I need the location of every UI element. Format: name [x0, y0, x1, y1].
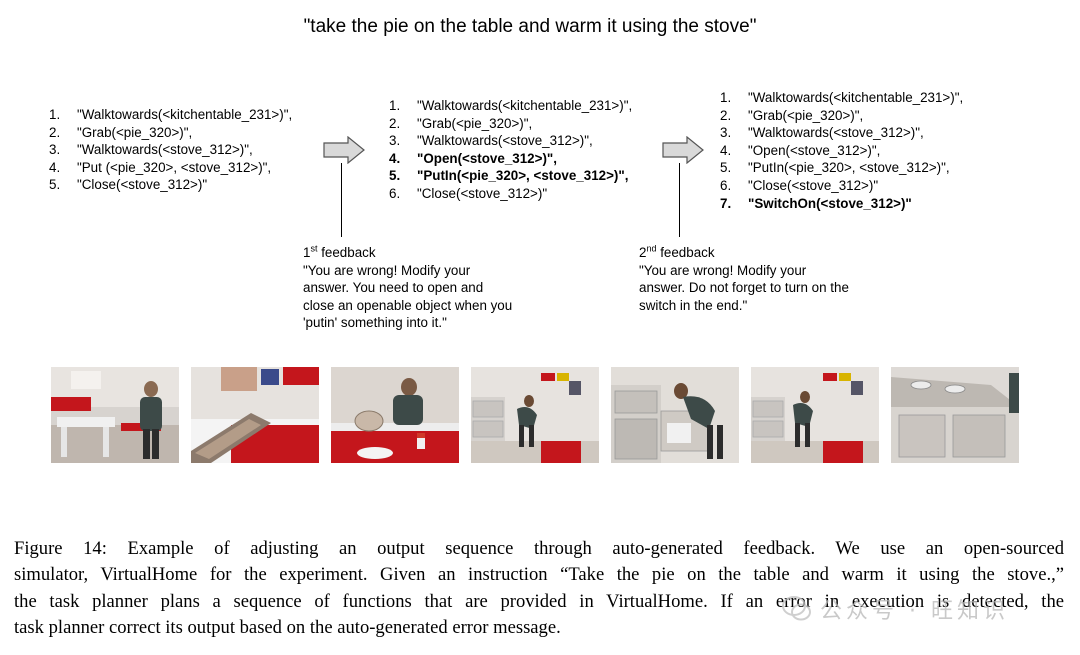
feedback-first: 1st feedback "You are wrong! Modify your… — [303, 244, 553, 332]
step-number: 5. — [720, 160, 732, 176]
step-text: "Walktowards(<stove_312>)", — [748, 125, 924, 141]
feedback-line: answer. Do not forget to turn on the — [639, 280, 849, 296]
caption-line: simulator, VirtualHome for the experimen… — [14, 564, 1064, 586]
step-number: 2. — [720, 107, 732, 123]
feedback-heading: 2nd feedback — [639, 243, 715, 260]
plan-step: 5. "PutIn(<pie_320>, <stove_312>)", — [720, 159, 963, 177]
plan-step: 2. "Grab(<pie_320>)", — [720, 107, 963, 125]
feedback-second: 2nd feedback "You are wrong! Modify your… — [639, 244, 899, 314]
instruction-title: "take the pie on the table and warm it u… — [303, 16, 757, 37]
watermark-text: 公众号 · 旺知识 — [820, 599, 1009, 624]
simulation-frame-6 — [751, 367, 879, 463]
plan-step: 3. "Walktowards(<stove_312>)", — [720, 124, 963, 142]
plan-step: 5. "PutIn(<pie_320>, <stove_312>)", — [389, 167, 632, 185]
step-number: 2. — [49, 124, 61, 140]
feedback-line: "You are wrong! Modify your — [303, 262, 471, 278]
step-number: 7. — [720, 195, 732, 211]
step-text: "Walktowards(<kitchentable_231>)", — [77, 107, 293, 122]
step-text: "Walktowards(<stove_312>)", — [417, 133, 593, 149]
step-number: 6. — [389, 185, 401, 201]
step-text: "Close(<stove_312>)" — [417, 185, 548, 201]
simulation-frame-1 — [51, 367, 179, 463]
feedback-line: "You are wrong! Modify your — [639, 262, 807, 278]
plan-step: 6. "Close(<stove_312>)" — [720, 177, 963, 195]
feedback-line: answer. You need to open and — [303, 280, 484, 296]
step-number: 1. — [389, 98, 401, 113]
step-number: 4. — [49, 159, 61, 175]
plan-step: 3. "Walktowards(<stove_312>)", — [389, 132, 632, 150]
step-text: "Walktowards(<kitchentable_231>)", — [417, 98, 633, 113]
step-text: "PutIn(<pie_320>, <stove_312>)", — [748, 160, 950, 176]
caption-line: task planner correct its output based on… — [14, 617, 561, 639]
step-number: 3. — [389, 133, 401, 149]
step-number: 3. — [49, 142, 61, 158]
simulation-frame-5 — [611, 367, 739, 463]
caption-line: the task planner plans a sequence of fun… — [14, 590, 1064, 612]
plan-after-first-feedback: 1. "Walktowards(<kitchentable_231>)", 2. "G… — [389, 97, 632, 203]
plan-step: 6. "Close(<stove_312>)" — [389, 185, 632, 203]
step-number: 1. — [49, 107, 61, 122]
step-text: "Walktowards(<stove_312>)", — [77, 142, 253, 158]
plan-step: 4. "Put (<pie_320>, <stove_312>)", — [49, 159, 292, 177]
step-text: "Open(<stove_312>)", — [748, 142, 881, 158]
step-text: "Grab(<pie_320>)", — [77, 124, 193, 140]
step-number: 5. — [389, 168, 401, 184]
step-number: 5. — [49, 177, 61, 193]
step-text: "Close(<stove_312>)" — [77, 177, 208, 193]
step-text: "Walktowards(<kitchentable_231>)", — [748, 90, 964, 105]
wechat-logo-icon — [782, 596, 811, 621]
feedback-connector-line — [341, 163, 342, 237]
plan-step: 2. "Grab(<pie_320>)", — [389, 115, 632, 133]
watermark: 公众号 · 旺知识 — [782, 592, 1052, 626]
simulation-frame-7 — [891, 367, 1019, 463]
step-number: 4. — [720, 142, 732, 158]
feedback-line: close an openable object when you — [303, 297, 513, 313]
plan-step: 1. "Walktowards(<kitchentable_231>)", — [720, 89, 963, 107]
plan-step: 4. "Open(<stove_312>)", — [720, 142, 963, 160]
step-number: 4. — [389, 150, 401, 166]
figure-caption: Figure 14: Example of adjusting an outpu… — [14, 536, 1064, 642]
step-text: "SwitchOn(<stove_312>)" — [748, 195, 912, 211]
feedback-connector-line — [679, 163, 680, 237]
plan-step: 1. "Walktowards(<kitchentable_231>)", — [389, 97, 632, 115]
plan-step: 3. "Walktowards(<stove_312>)", — [49, 141, 292, 159]
step-number: 2. — [389, 115, 401, 131]
simulation-frame-4 — [471, 367, 599, 463]
step-text: "Open(<stove_312>)", — [417, 150, 557, 166]
step-text: "Grab(<pie_320>)", — [417, 115, 533, 131]
right-arrow-icon — [323, 136, 365, 164]
feedback-heading: 1st feedback — [303, 243, 376, 260]
simulation-frame-2 — [191, 367, 319, 463]
feedback-line: 'putin' something into it." — [303, 315, 447, 331]
plan-step: 2. "Grab(<pie_320>)", — [49, 124, 292, 142]
plan-initial: 1. "Walktowards(<kitchentable_231>)", 2. "G… — [49, 106, 292, 194]
step-number: 6. — [720, 177, 732, 193]
simulation-frame-3 — [331, 367, 459, 463]
step-text: "Close(<stove_312>)" — [748, 177, 879, 193]
feedback-line: switch in the end." — [639, 297, 748, 313]
step-text: "Grab(<pie_320>)", — [748, 107, 864, 123]
step-text: "Put (<pie_320>, <stove_312>)", — [77, 159, 272, 175]
step-number: 1. — [720, 90, 732, 105]
plan-step: 4. "Open(<stove_312>)", — [389, 150, 632, 168]
plan-step: 7. "SwitchOn(<stove_312>)" — [720, 195, 963, 213]
caption-line: Figure 14: Example of adjusting an outpu… — [14, 538, 1064, 559]
step-number: 3. — [720, 125, 732, 141]
plan-after-second-feedback: 1. "Walktowards(<kitchentable_231>)", 2. "G… — [720, 89, 963, 212]
plan-step: 5. "Close(<stove_312>)" — [49, 176, 292, 194]
plan-step: 1. "Walktowards(<kitchentable_231>)", — [49, 106, 292, 124]
step-text: "PutIn(<pie_320>, <stove_312>)", — [417, 168, 629, 184]
right-arrow-icon — [662, 136, 704, 164]
